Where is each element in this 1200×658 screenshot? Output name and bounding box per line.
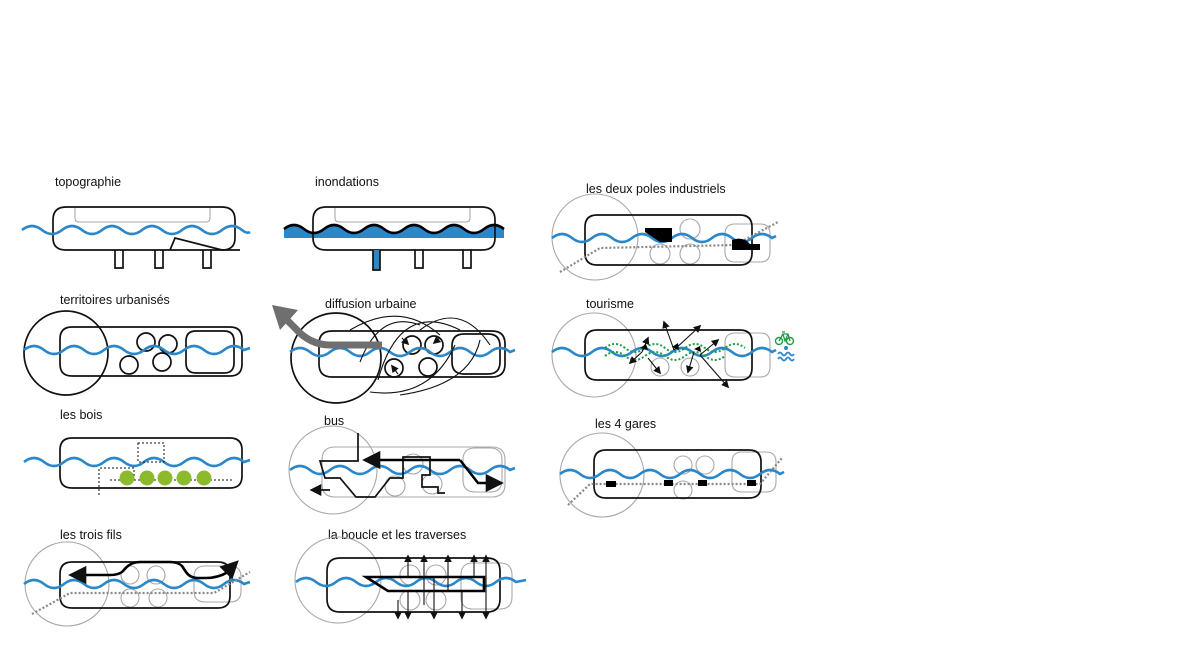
panel-territoires bbox=[23, 310, 251, 396]
title-topographie: topographie bbox=[55, 175, 122, 189]
station-1 bbox=[606, 481, 616, 487]
title-tourisme: tourisme bbox=[586, 297, 634, 311]
title-bois: les bois bbox=[60, 408, 103, 422]
station-3 bbox=[698, 480, 707, 486]
panel-topographie bbox=[21, 206, 251, 269]
panel-fils bbox=[23, 541, 251, 627]
panel-boucle bbox=[294, 536, 527, 624]
title-bus: bus bbox=[324, 414, 345, 428]
panel-inondations bbox=[283, 206, 505, 271]
title-fils: les trois fils bbox=[60, 528, 122, 542]
panel-bus bbox=[288, 425, 516, 515]
waves-icon bbox=[777, 346, 795, 362]
industrial-pole-2 bbox=[732, 238, 760, 250]
title-gares: les 4 gares bbox=[595, 417, 657, 431]
title-poles: les deux poles industriels bbox=[586, 182, 726, 196]
station-4 bbox=[747, 480, 756, 486]
panel-bois bbox=[23, 437, 251, 495]
flood-line bbox=[283, 223, 505, 235]
expansion-arrow-head bbox=[272, 305, 298, 330]
river bbox=[21, 224, 251, 236]
title-inondations: inondations bbox=[315, 175, 379, 189]
panel-diffusion bbox=[272, 305, 516, 404]
title-diffusion: diffusion urbaine bbox=[325, 297, 417, 311]
panel-gares bbox=[559, 432, 785, 518]
title-territoires: territoires urbanisés bbox=[60, 293, 170, 307]
panel-tourisme bbox=[551, 312, 795, 398]
title-boucle: la boucle et les traverses bbox=[328, 528, 467, 542]
panel-poles bbox=[551, 193, 779, 281]
industrial-pole-1 bbox=[645, 228, 672, 242]
station-2 bbox=[664, 480, 673, 486]
bicycle-icon bbox=[774, 331, 795, 346]
